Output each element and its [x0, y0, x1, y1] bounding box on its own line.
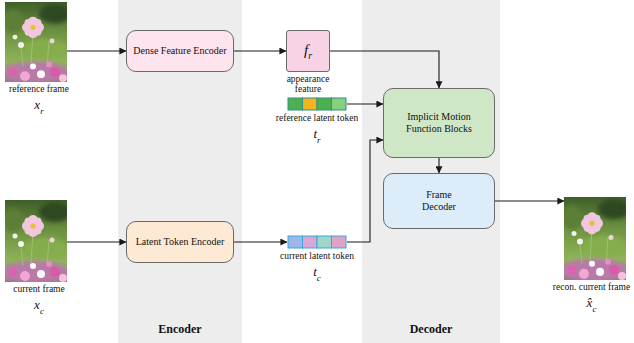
math-subscript: r: [308, 50, 312, 61]
feature-label: appearance feature: [278, 74, 338, 95]
frame-area: [5, 2, 67, 82]
math-label: tr: [274, 124, 360, 145]
band-label: Encoder: [118, 322, 242, 337]
math-label: xr: [2, 95, 76, 116]
math-symbol: t: [313, 264, 317, 279]
math-symbol: f: [304, 42, 308, 58]
token-strip: [287, 235, 347, 249]
photo-image: [560, 197, 630, 281]
flow-arrow: [438, 158, 439, 173]
flow-arrow: [495, 200, 564, 201]
photo: [1, 200, 71, 283]
decoder-box: Implicit Motion Function Blocks: [383, 88, 495, 158]
token-label: reference latent token: [274, 113, 360, 124]
photo-image: [1, 200, 71, 283]
encoder-box: Dense Feature Encoder: [126, 30, 234, 72]
math-label: xc: [2, 295, 76, 316]
math-label: tc: [275, 262, 359, 283]
frame-node: current framexc: [2, 200, 76, 316]
feature-box: fr: [286, 30, 330, 72]
math-symbol: x: [34, 97, 40, 112]
flow-arrow: [347, 140, 383, 242]
decoder-box: Frame Decoder: [383, 173, 495, 229]
flow-arrow: [234, 50, 286, 51]
box-label: Implicit Motion Function Blocks: [394, 111, 484, 136]
flow-arrow: [67, 241, 126, 242]
encoder-band: Encoder Dense Feature EncoderLatent Token…: [118, 0, 242, 343]
frame-area: [5, 200, 67, 282]
feature-node: fr appearance feature: [278, 30, 338, 95]
token-cell: [288, 98, 303, 110]
token-cell: [303, 98, 318, 110]
token-cell: [332, 236, 347, 248]
token-cell: [317, 236, 332, 248]
frame-label: reference frame: [2, 84, 76, 95]
token-cell: [332, 98, 347, 110]
box-label: Latent Token Encoder: [136, 236, 225, 249]
frame-node: reference framexr: [2, 2, 76, 116]
box-label: Frame Decoder: [414, 189, 464, 214]
decoder-band: Decoder Implicit Motion Function BlocksFr…: [362, 0, 500, 343]
token-strip: [287, 97, 347, 111]
math-symbol: x: [34, 297, 40, 312]
math-label: fr: [304, 41, 312, 61]
token-node: reference latent tokentr: [274, 97, 360, 145]
token-cell: [317, 98, 332, 110]
flow-arrow: [234, 241, 287, 242]
token-node: current latent tokentc: [275, 235, 359, 283]
flow-arrow: [67, 50, 126, 51]
flow-arrow: [330, 51, 439, 88]
math-symbol: x̂: [587, 295, 593, 310]
photo: [560, 197, 630, 281]
connectors: [67, 51, 564, 242]
photo-image: [1, 2, 71, 83]
band-fill: [118, 0, 242, 343]
token-label: current latent token: [275, 251, 359, 262]
token-cell: [303, 236, 318, 248]
photo: [1, 2, 71, 83]
frame-label: recon. current frame: [551, 282, 632, 293]
math-label: x̂c: [551, 293, 632, 314]
frame-node: recon. current framex̂c: [551, 197, 632, 314]
math-subscript: r: [40, 106, 44, 116]
math-subscript: c: [317, 273, 321, 283]
math-subscript: r: [317, 135, 321, 145]
flow-arrow: [347, 103, 383, 104]
math-symbol: t: [313, 126, 317, 141]
math-subscript: c: [40, 306, 44, 316]
math-subscript: c: [592, 304, 596, 314]
frame-label: current frame: [2, 284, 76, 295]
box-label: Dense Feature Encoder: [133, 45, 226, 58]
encoder-box: Latent Token Encoder: [126, 221, 234, 263]
token-cell: [288, 236, 303, 248]
band-label: Decoder: [362, 322, 500, 337]
frame-area: [564, 197, 626, 280]
